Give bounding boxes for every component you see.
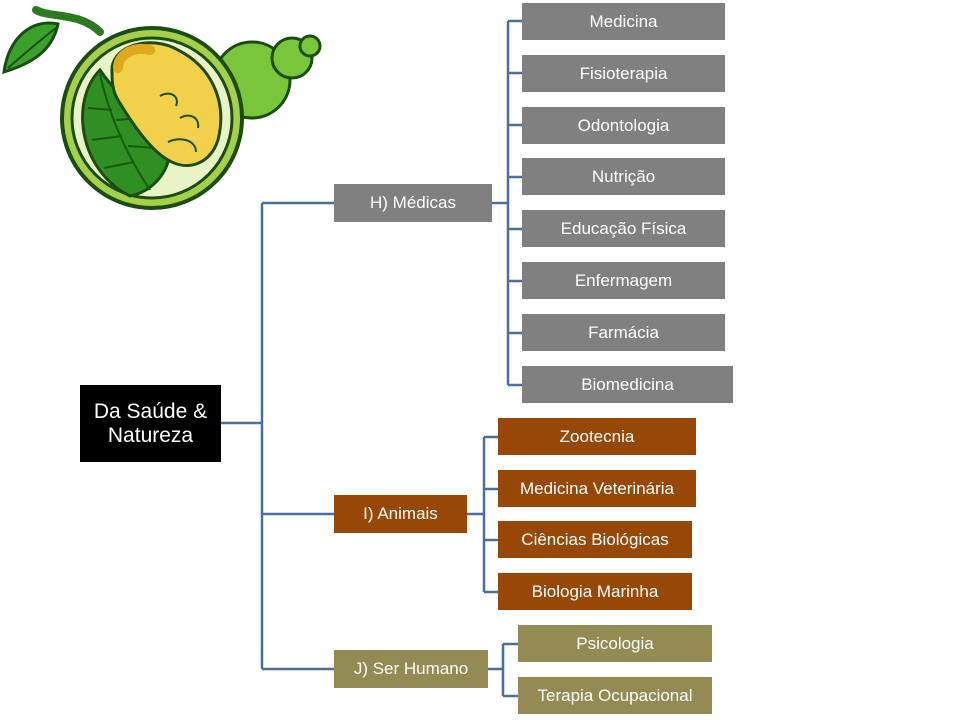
category-humano: J) Ser Humano xyxy=(334,650,488,688)
root-node: Da Saúde & Natureza xyxy=(80,385,221,462)
category-animais: I) Animais xyxy=(334,495,467,533)
leaf-medicina: Medicina xyxy=(522,3,725,40)
leaf-biomedicina: Biomedicina xyxy=(522,366,733,403)
leaf-zootecnia: Zootecnia xyxy=(498,418,696,455)
root-label-line2: Natureza xyxy=(107,423,194,447)
leaf-odontologia: Odontologia xyxy=(522,107,725,144)
seed-embryo-logo xyxy=(2,6,322,210)
leaf-ciencias-biologicas: Ciências Biológicas xyxy=(498,521,692,558)
leaf-biologia-marinha: Biologia Marinha xyxy=(498,573,692,610)
root-label-line1: Da Saúde & xyxy=(93,399,208,423)
leaf-fisioterapia: Fisioterapia xyxy=(522,55,725,92)
leaf-farmacia: Farmácia xyxy=(522,314,725,351)
category-medicas: H) Médicas xyxy=(334,184,492,222)
leaf-enfermagem: Enfermagem xyxy=(522,262,725,299)
leaf-terapia-ocupacional: Terapia Ocupacional xyxy=(518,677,712,714)
leaf-psicologia: Psicologia xyxy=(518,625,712,662)
leaf-medicina-veterinaria: Medicina Veterinária xyxy=(498,470,696,507)
leaf-nutricao: Nutrição xyxy=(522,158,725,195)
leaf-educacao-fisica: Educação Física xyxy=(522,210,725,247)
